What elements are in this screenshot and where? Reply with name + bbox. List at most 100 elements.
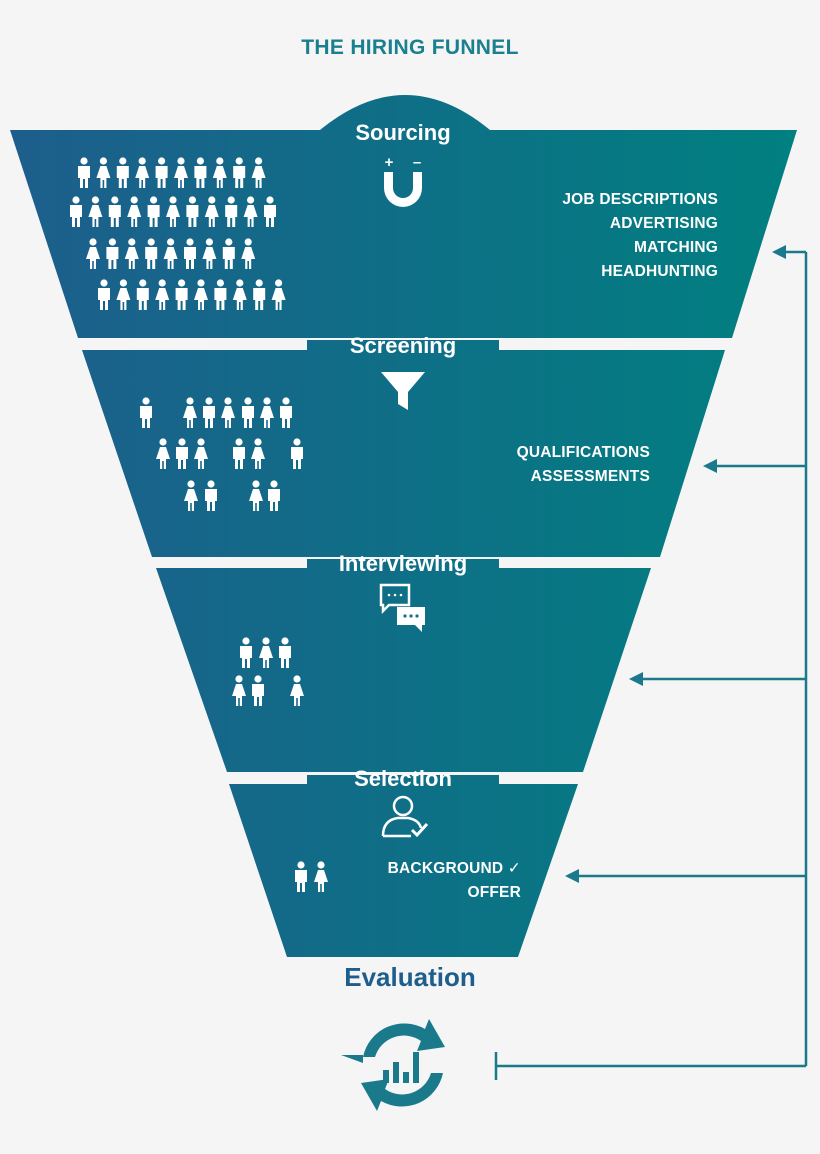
person-icon <box>156 438 170 469</box>
sourcing-activity-item: JOB DESCRIPTIONS <box>562 191 718 208</box>
person-icon <box>260 397 274 428</box>
person-icon <box>116 279 131 310</box>
person-icon <box>222 238 235 269</box>
arrowhead-sourcing <box>772 245 786 259</box>
person-icon <box>279 637 291 668</box>
funnel-band-screening <box>82 340 725 557</box>
person-icon <box>116 157 129 188</box>
funnel-filter-icon <box>381 372 425 410</box>
person-icon <box>205 480 217 511</box>
person-icon <box>249 480 263 511</box>
person-icon <box>88 196 103 227</box>
person-icon <box>271 279 286 310</box>
person-icon <box>268 480 280 511</box>
person-icon <box>135 157 150 188</box>
person-icon <box>259 637 273 668</box>
person-icon <box>184 480 198 511</box>
person-icon <box>86 238 100 269</box>
user-check-icon <box>381 795 429 838</box>
person-icon <box>251 157 266 188</box>
feedback-loop-arrows <box>494 245 808 1080</box>
person-icon <box>184 238 196 269</box>
person-icon <box>291 438 303 469</box>
person-icon <box>155 279 170 310</box>
person-icon <box>127 196 142 227</box>
people-group-selection <box>295 861 328 892</box>
person-icon <box>136 279 149 310</box>
person-icon <box>145 238 158 269</box>
person-icon <box>251 438 265 469</box>
screening-activities: QUALIFICATIONS ASSESSMENTS <box>517 441 650 489</box>
person-icon <box>194 438 208 469</box>
person-icon <box>212 157 227 188</box>
person-icon <box>155 157 168 188</box>
evaluation-label: Evaluation <box>344 962 476 992</box>
person-icon <box>70 196 82 227</box>
screening-activity-item: ASSESSMENTS <box>530 468 650 485</box>
sourcing-activity-item: MATCHING <box>634 239 718 256</box>
person-icon <box>106 238 119 269</box>
person-icon <box>232 675 246 706</box>
cycle-chart-icon <box>341 1019 445 1111</box>
arrowhead-selection <box>565 869 579 883</box>
person-icon <box>202 238 217 269</box>
sourcing-activity-item: ADVERTISING <box>609 215 718 232</box>
person-icon <box>232 279 247 310</box>
person-icon <box>124 238 139 269</box>
person-icon <box>221 397 235 428</box>
person-icon <box>108 196 121 227</box>
person-icon <box>204 196 219 227</box>
person-icon <box>96 157 111 188</box>
arrowhead-screening <box>703 459 717 473</box>
diagram-title: THE HIRING FUNNEL <box>301 36 519 59</box>
person-icon <box>225 196 238 227</box>
person-icon <box>98 279 110 310</box>
person-icon <box>194 279 208 310</box>
people-group-screening <box>140 397 303 511</box>
person-icon <box>233 438 245 469</box>
sourcing-activity-item: HEADHUNTING <box>601 263 718 280</box>
person-icon <box>314 861 328 892</box>
svg-text:–: – <box>413 154 421 171</box>
person-icon <box>252 675 264 706</box>
person-icon <box>243 196 258 227</box>
arrowhead-interviewing <box>629 672 643 686</box>
person-icon <box>140 397 152 428</box>
person-icon <box>240 637 252 668</box>
screening-activity-item: QUALIFICATIONS <box>516 444 650 461</box>
person-icon <box>186 196 199 227</box>
funnel-band-sourcing <box>10 95 797 338</box>
stage-label-sourcing: Sourcing <box>355 120 451 145</box>
svg-text:+: + <box>385 154 394 171</box>
stage-label-selection: Selection <box>354 766 452 791</box>
stage-label-interviewing: Interviewing <box>338 551 468 576</box>
person-icon <box>233 157 246 188</box>
person-icon <box>78 157 90 188</box>
funnel-band-interviewing <box>156 559 651 772</box>
person-icon <box>166 196 180 227</box>
selection-activity-item: OFFER <box>467 884 521 901</box>
person-icon <box>176 438 188 469</box>
selection-activity-item: BACKGROUND ✓ <box>387 860 521 877</box>
person-icon <box>290 675 304 706</box>
person-icon <box>194 157 207 188</box>
funnel-band-selection <box>229 775 578 957</box>
magnet-icon: + – <box>384 154 422 207</box>
person-icon <box>241 238 256 269</box>
person-icon <box>253 279 266 310</box>
person-icon <box>295 861 307 892</box>
selection-activities: BACKGROUND ✓ OFFER <box>388 857 521 905</box>
person-icon <box>183 397 197 428</box>
person-icon <box>174 157 188 188</box>
stage-label-screening: Screening <box>349 333 457 358</box>
person-icon <box>175 279 188 310</box>
person-icon <box>280 397 292 428</box>
person-icon <box>242 397 254 428</box>
sourcing-activities: JOB DESCRIPTIONS ADVERTISING MATCHING HE… <box>562 188 718 284</box>
person-icon <box>147 196 160 227</box>
chat-bubbles-icon <box>379 583 425 632</box>
people-group-sourcing <box>70 157 286 310</box>
person-icon <box>264 196 276 227</box>
